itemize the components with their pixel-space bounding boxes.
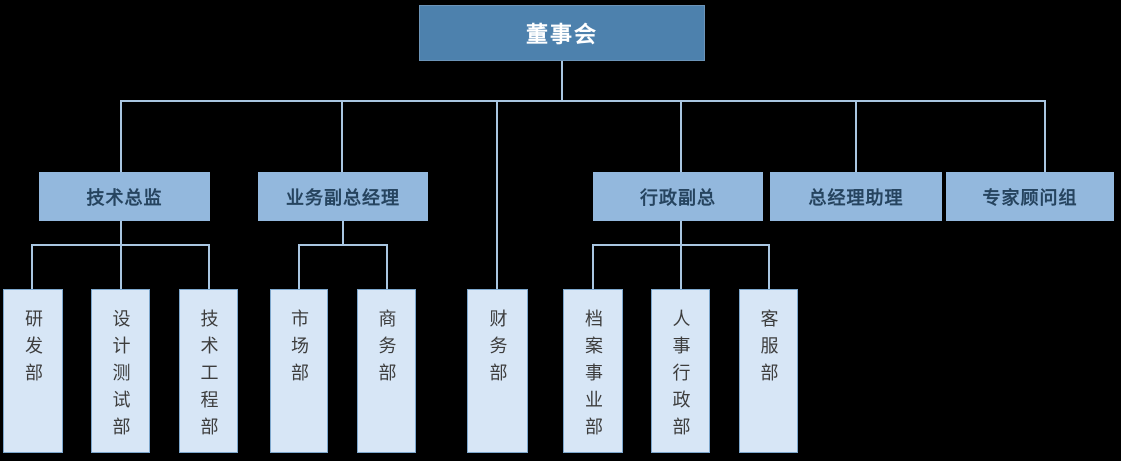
connector-drop-expert-advisors <box>1044 101 1046 172</box>
connector-tech-stub <box>120 221 122 289</box>
org-node-tech-engineering-dept[interactable]: 技术工程部 <box>179 289 238 453</box>
org-node-design-test-dept[interactable]: 设计测试部 <box>91 289 150 453</box>
connector-drop-finance-dept <box>496 101 498 289</box>
org-node-finance-dept[interactable]: 财务部 <box>467 289 528 453</box>
connector-root-stub <box>561 61 563 101</box>
connector-drop-customer-service <box>768 245 770 289</box>
connector-admin-stub <box>680 221 682 289</box>
org-node-board[interactable]: 董事会 <box>419 5 705 61</box>
connector-admin-horizontal <box>592 244 770 246</box>
connector-drop-tech-director <box>120 101 122 172</box>
connector-drop-business-deputy <box>341 101 343 172</box>
org-node-expert-advisors-label: 专家顾问组 <box>982 187 1078 208</box>
connector-main-horizontal <box>120 100 1046 102</box>
connector-biz-stub <box>342 221 344 245</box>
org-node-commerce-dept[interactable]: 商务部 <box>357 289 416 453</box>
org-node-admin-deputy-label: 行政副总 <box>640 187 716 208</box>
org-node-hr-admin-dept-label: 人事行政部 <box>670 309 691 444</box>
org-node-archives-dept[interactable]: 档案事业部 <box>563 289 623 453</box>
org-node-admin-deputy[interactable]: 行政副总 <box>593 172 763 221</box>
org-node-customer-service-dept[interactable]: 客服部 <box>739 289 798 453</box>
org-node-finance-dept-label: 财务部 <box>487 309 508 390</box>
org-node-hr-admin-dept[interactable]: 人事行政部 <box>651 289 710 453</box>
org-node-rd-dept-label: 研发部 <box>23 309 43 390</box>
org-node-gm-assistant-label: 总经理助理 <box>808 187 904 208</box>
org-node-gm-assistant[interactable]: 总经理助理 <box>770 172 942 221</box>
connector-drop-commerce-dept <box>386 245 388 289</box>
org-node-tech-engineering-dept-label: 技术工程部 <box>198 309 219 444</box>
connector-drop-rd-dept <box>31 245 33 289</box>
org-node-business-deputy-gm[interactable]: 业务副总经理 <box>258 172 428 221</box>
org-node-marketing-dept[interactable]: 市场部 <box>270 289 328 453</box>
connector-drop-tech-eng-dept <box>208 245 210 289</box>
org-node-expert-advisors[interactable]: 专家顾问组 <box>946 172 1114 221</box>
connector-drop-marketing-dept <box>298 245 300 289</box>
org-node-tech-director[interactable]: 技术总监 <box>39 172 210 221</box>
connector-drop-admin-deputy <box>680 101 682 172</box>
org-node-rd-dept[interactable]: 研发部 <box>3 289 63 453</box>
org-node-board-label: 董事会 <box>525 22 598 47</box>
org-node-tech-director-label: 技术总监 <box>86 187 163 208</box>
org-node-business-deputy-gm-label: 业务副总经理 <box>286 187 400 208</box>
connector-drop-gm-assistant <box>855 101 857 172</box>
org-node-customer-service-dept-label: 客服部 <box>758 309 779 390</box>
org-node-commerce-dept-label: 商务部 <box>376 309 397 390</box>
org-node-marketing-dept-label: 市场部 <box>289 309 309 390</box>
connector-tech-horizontal <box>31 244 210 246</box>
org-node-design-test-dept-label: 设计测试部 <box>110 309 131 444</box>
connector-biz-horizontal <box>298 244 388 246</box>
connector-drop-archives-dept <box>592 245 594 289</box>
org-node-archives-dept-label: 档案事业部 <box>583 309 603 444</box>
